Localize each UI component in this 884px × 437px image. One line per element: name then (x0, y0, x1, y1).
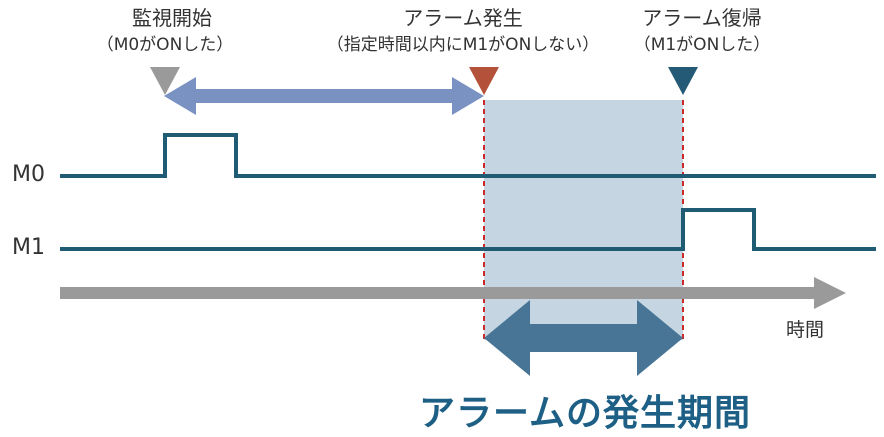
alarm-reset-title: アラーム復帰 (642, 6, 762, 30)
monitor-start-marker-icon (150, 67, 180, 95)
m0-signal-label: M0 (12, 162, 45, 187)
alarm-reset-marker-icon (668, 67, 698, 95)
alarm-period-arrow (484, 300, 683, 376)
monitor-start-title: 監視開始 (132, 6, 212, 30)
monitor-start-note: （M0がONした） (96, 35, 234, 55)
m1-waveform (60, 208, 876, 251)
alarm-period-band (484, 100, 683, 340)
time-axis-label: 時間 (786, 319, 825, 341)
time-axis-arrow (60, 277, 846, 309)
m1-signal-label: M1 (12, 235, 45, 260)
monitoring-interval-arrow (164, 77, 484, 115)
alarm-period-caption: アラームの発生期間 (419, 393, 751, 434)
m0-waveform (60, 133, 876, 178)
alarm-on-marker-icon (469, 67, 499, 95)
alarm-on-note: （指定時間以内にM1がONしない） (326, 35, 600, 55)
alarm-on-title: アラーム発生 (403, 6, 523, 30)
alarm-reset-note: （M1がONした） (633, 35, 771, 55)
